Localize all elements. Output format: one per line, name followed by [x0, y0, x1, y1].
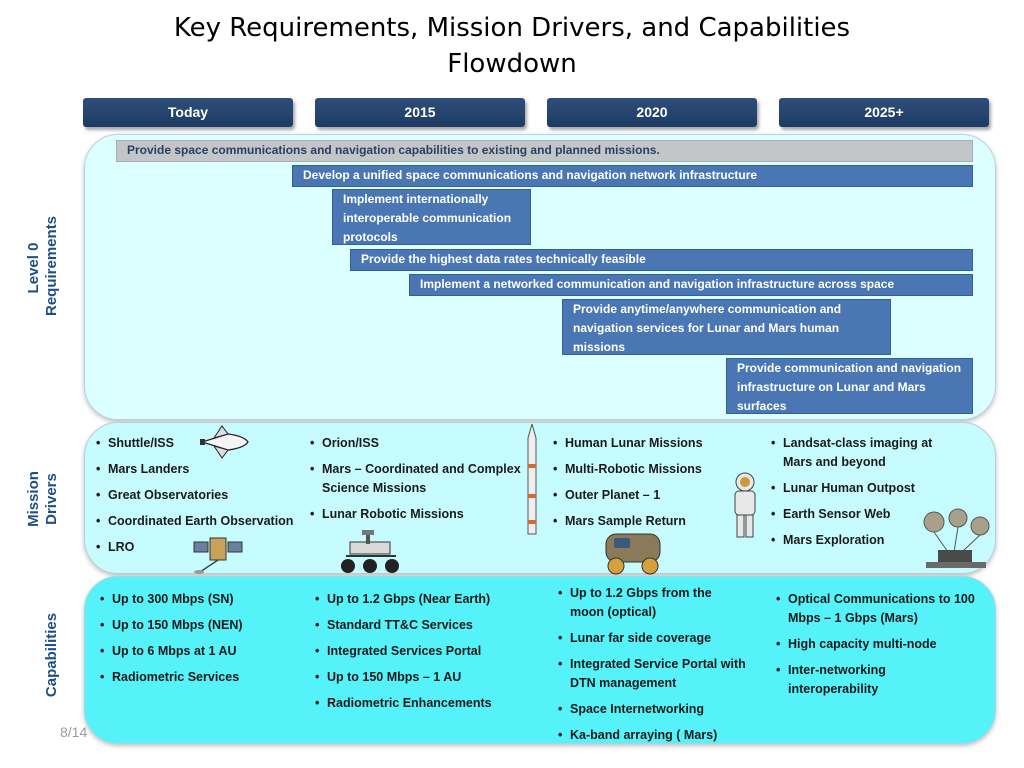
list-item: Lunar Human Outpost	[771, 479, 961, 498]
mission-drivers-today-list: Shuttle/ISS Mars Landers Great Observato…	[96, 434, 318, 564]
capabilities-today-list: Up to 300 Mbps (SN) Up to 150 Mbps (NEN)…	[100, 590, 300, 694]
list-item: LRO	[96, 538, 318, 557]
list-item: Shuttle/ISS	[96, 434, 318, 453]
list-item: Space Internetworking	[558, 700, 748, 719]
list-item: Mars – Coordinated and Complex Science M…	[310, 460, 542, 498]
era-header-2015: 2015	[315, 98, 525, 127]
list-item: Optical Communications to 100 Mbps – 1 G…	[776, 590, 976, 628]
row-label-mission-drivers: Mission Drivers	[25, 444, 65, 554]
title-line-2: Flowdown	[447, 49, 577, 79]
list-item: Mars Sample Return	[553, 512, 763, 531]
mission-drivers-2025-list: Landsat-class imaging at Mars and beyond…	[771, 434, 961, 557]
list-item: Inter-networking interoperability	[776, 661, 976, 699]
list-item: Up to 1.2 Gbps (Near Earth)	[315, 590, 530, 609]
page-title: Key Requirements, Mission Drivers, and C…	[0, 10, 1024, 82]
list-item: Mars Exploration	[771, 531, 961, 550]
list-item: Up to 1.2 Gbps from the moon (optical)	[558, 584, 748, 622]
list-item: Human Lunar Missions	[553, 434, 763, 453]
mission-drivers-2020-list: Human Lunar Missions Multi-Robotic Missi…	[553, 434, 763, 538]
requirement-bar: Develop a unified space communications a…	[292, 165, 973, 187]
capabilities-2020-list: Up to 1.2 Gbps from the moon (optical) L…	[558, 584, 748, 752]
row-label-capabilities-text: Capabilities	[43, 612, 60, 698]
title-line-1: Key Requirements, Mission Drivers, and C…	[173, 13, 851, 43]
list-item: Orion/ISS	[310, 434, 542, 453]
requirement-bar: Implement a networked communication and …	[409, 274, 973, 296]
list-item: Integrated Services Portal	[315, 642, 530, 661]
list-item: Mars Landers	[96, 460, 318, 479]
requirement-bar: Provide anytime/anywhere communication a…	[562, 299, 891, 355]
list-item: Up to 150 Mbps – 1 AU	[315, 668, 530, 687]
satellite-icon	[193, 537, 243, 574]
era-header-today: Today	[83, 98, 293, 127]
requirement-bar: Provide space communications and navigat…	[116, 140, 973, 162]
list-item: Radiometric Services	[100, 668, 300, 687]
list-item: Standard TT&C Services	[315, 616, 530, 635]
row-label-level0: Level 0 Requirements	[25, 213, 65, 323]
mars-rover-icon	[341, 530, 399, 573]
space-shuttle-icon	[199, 425, 249, 459]
row-label-mission-text: Mission Drivers	[25, 471, 60, 527]
row-label-capabilities: Capabilities	[43, 600, 63, 710]
list-item: Up to 150 Mbps (NEN)	[100, 616, 300, 635]
list-item: Outer Planet – 1	[553, 486, 763, 505]
list-item: High capacity multi-node	[776, 635, 976, 654]
list-item: Earth Sensor Web	[771, 505, 961, 524]
list-item: Coordinated Earth Observation	[96, 512, 318, 531]
requirement-bar: Provide communication and navigation inf…	[726, 358, 973, 414]
era-header-2025: 2025+	[779, 98, 989, 127]
list-item: Up to 6 Mbps at 1 AU	[100, 642, 300, 661]
list-item: Great Observatories	[96, 486, 318, 505]
list-item: Landsat-class imaging at Mars and beyond	[771, 434, 961, 472]
list-item: Lunar Robotic Missions	[310, 505, 542, 524]
list-item: Radiometric Enhancements	[315, 694, 530, 713]
capabilities-2025-list: Optical Communications to 100 Mbps – 1 G…	[776, 590, 976, 706]
list-item: Lunar far side coverage	[558, 629, 748, 648]
requirement-bar: Implement internationally interoperable …	[332, 189, 531, 245]
list-item: Up to 300 Mbps (SN)	[100, 590, 300, 609]
list-item: Ka-band arraying ( Mars)	[558, 726, 748, 745]
satellite-array-icon	[923, 508, 990, 568]
capabilities-2015-list: Up to 1.2 Gbps (Near Earth) Standard TT&…	[315, 590, 530, 720]
list-item: Integrated Service Portal with DTN manag…	[558, 655, 748, 693]
row-label-level0-text: Level 0 Requirements	[25, 215, 60, 316]
era-header-2020: 2020	[547, 98, 757, 127]
rocket-icon	[527, 424, 537, 535]
list-item: Multi-Robotic Missions	[553, 460, 763, 479]
lunar-rover-icon	[605, 533, 661, 575]
requirement-bar: Provide the highest data rates technical…	[350, 249, 973, 271]
footer-date: 8/14	[60, 724, 88, 740]
astronaut-icon	[734, 472, 756, 538]
mission-drivers-2015-list: Orion/ISS Mars – Coordinated and Complex…	[310, 434, 542, 531]
